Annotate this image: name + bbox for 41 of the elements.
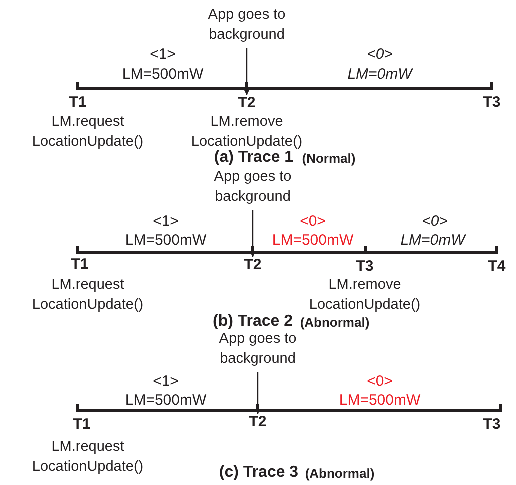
api-call-label: LM.request LocationUpdate() [31, 113, 145, 152]
time-label: T1 [69, 93, 87, 113]
event-label: App goes to background [198, 167, 308, 207]
arrow [256, 372, 260, 414]
time-label: T3 [483, 93, 501, 113]
power-label: LM=0mW [348, 65, 412, 85]
state-label: <0> [367, 45, 393, 65]
caption-note: (Abnormal) [305, 465, 375, 483]
power-label: LM=500mW [339, 391, 421, 411]
time-label: T2 [244, 258, 262, 272]
arrow [244, 48, 250, 96]
caption: (b) Trace 2 [212, 312, 294, 332]
power-label: LM=500mW [125, 391, 207, 411]
state-label: <0> [422, 212, 448, 232]
time-label: T3 [356, 257, 374, 277]
power-label: LM=500mW [272, 231, 354, 251]
time-label: T1 [71, 255, 89, 275]
state-label: <1> [153, 372, 179, 392]
api-call-label: LM.remove LocationUpdate() [190, 113, 304, 150]
power-label: LM=500mW [122, 65, 204, 85]
event-label: App goes to background [192, 5, 302, 45]
time-label: T1 [73, 415, 91, 435]
time-label: T2 [238, 96, 256, 110]
caption-note: (Normal) [302, 150, 356, 168]
time-label: T3 [483, 415, 501, 435]
power-label: LM=500mW [125, 231, 207, 251]
power-label: LM=0mW [400, 231, 466, 251]
state-label: <1> [150, 45, 176, 65]
state-label: <0> [300, 212, 326, 232]
api-call-label: LM.request LocationUpdate() [31, 438, 145, 477]
time-label: T4 [488, 257, 506, 277]
arrow [250, 210, 256, 258]
caption-note: (Abnormal) [300, 314, 370, 332]
time-label: T2 [249, 414, 267, 430]
state-label: <1> [153, 212, 179, 232]
api-call-label: LM.remove LocationUpdate() [308, 276, 422, 315]
caption: (c) Trace 3 [219, 463, 299, 483]
event-label: App goes to background [203, 329, 313, 369]
caption: (a) Trace 1 [214, 149, 294, 168]
api-call-label: LM.request LocationUpdate() [31, 276, 145, 315]
state-label: <0> [367, 372, 393, 392]
